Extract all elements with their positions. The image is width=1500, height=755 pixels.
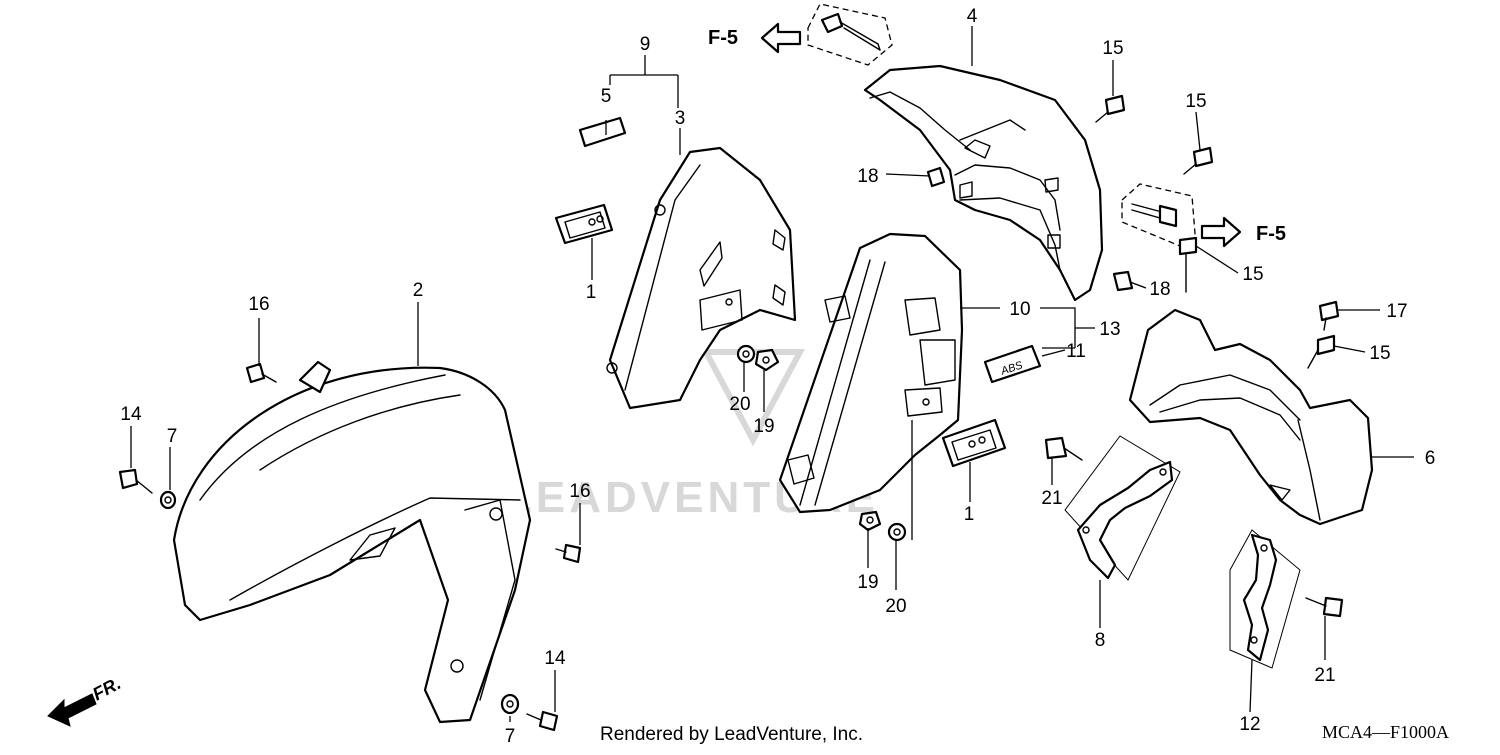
fasteners-left [118, 362, 582, 732]
ref-label-right: F-5 [1256, 223, 1286, 245]
callout-4: 4 [967, 6, 978, 27]
callout-10: 10 [1009, 299, 1030, 320]
callout-numbers: 1 1 2 3 4 5 6 7 7 8 9 10 11 12 13 14 14 … [120, 6, 1435, 747]
callout-15-a: 15 [1102, 38, 1123, 59]
callout-20-upper: 20 [729, 394, 750, 415]
leader-lines [130, 26, 1414, 722]
callout-16-upper: 16 [248, 294, 269, 315]
badges-center: ABS [941, 344, 1042, 468]
callout-13: 13 [1099, 319, 1120, 340]
rear-fender [863, 64, 1104, 302]
inner-panel-left [606, 146, 797, 410]
callout-6: 6 [1425, 448, 1436, 469]
callout-7-upper: 7 [167, 426, 178, 447]
callout-18-lower: 18 [1149, 279, 1170, 300]
callout-2: 2 [413, 280, 424, 301]
callout-14-lower: 14 [544, 648, 566, 669]
callout-3: 3 [675, 108, 686, 129]
ref-label-top: F-5 [708, 27, 738, 49]
credit-text: Rendered by LeadVenture, Inc. [600, 724, 863, 745]
diagram-code: MCA4—F1000A [1322, 722, 1449, 742]
callout-18-upper: 18 [857, 166, 878, 187]
callout-9: 9 [640, 34, 651, 55]
front-direction-arrow: FR. [47, 673, 124, 727]
f5-bolt-top [807, 3, 893, 66]
callout-11: 11 [1066, 341, 1086, 362]
callout-21-left: 21 [1041, 488, 1062, 509]
inner-panel-center [778, 232, 964, 514]
nuts-lower [858, 510, 907, 542]
badges-left [554, 116, 627, 245]
callout-17: 17 [1386, 301, 1407, 322]
callout-15-d: 15 [1369, 343, 1390, 364]
callout-5: 5 [601, 86, 612, 107]
callout-21-right: 21 [1314, 665, 1335, 686]
nuts-upper [736, 344, 780, 372]
callout-7-lower: 7 [505, 726, 516, 747]
ref-arrow-right: F-5 [1200, 216, 1286, 248]
callout-1-center: 1 [964, 504, 975, 525]
callout-1-left: 1 [586, 282, 597, 303]
callout-14-upper: 14 [120, 404, 142, 425]
callout-12: 12 [1239, 714, 1260, 735]
callout-8: 8 [1095, 630, 1106, 651]
callout-15-b: 15 [1185, 91, 1206, 112]
callout-19-lower: 19 [857, 572, 878, 593]
bracket-8 [1044, 435, 1181, 581]
callout-20-lower: 20 [885, 596, 906, 617]
f5-bolt-right [1121, 183, 1197, 247]
fasteners-right [926, 94, 1340, 369]
callout-15-c: 15 [1242, 264, 1263, 285]
bracket-12 [1229, 529, 1344, 669]
front-fender [172, 360, 532, 724]
ref-arrow-top: F-5 [708, 22, 802, 54]
callout-16-lower: 16 [569, 481, 590, 502]
callout-19-upper: 19 [753, 416, 774, 437]
fender-liner [1128, 308, 1374, 526]
